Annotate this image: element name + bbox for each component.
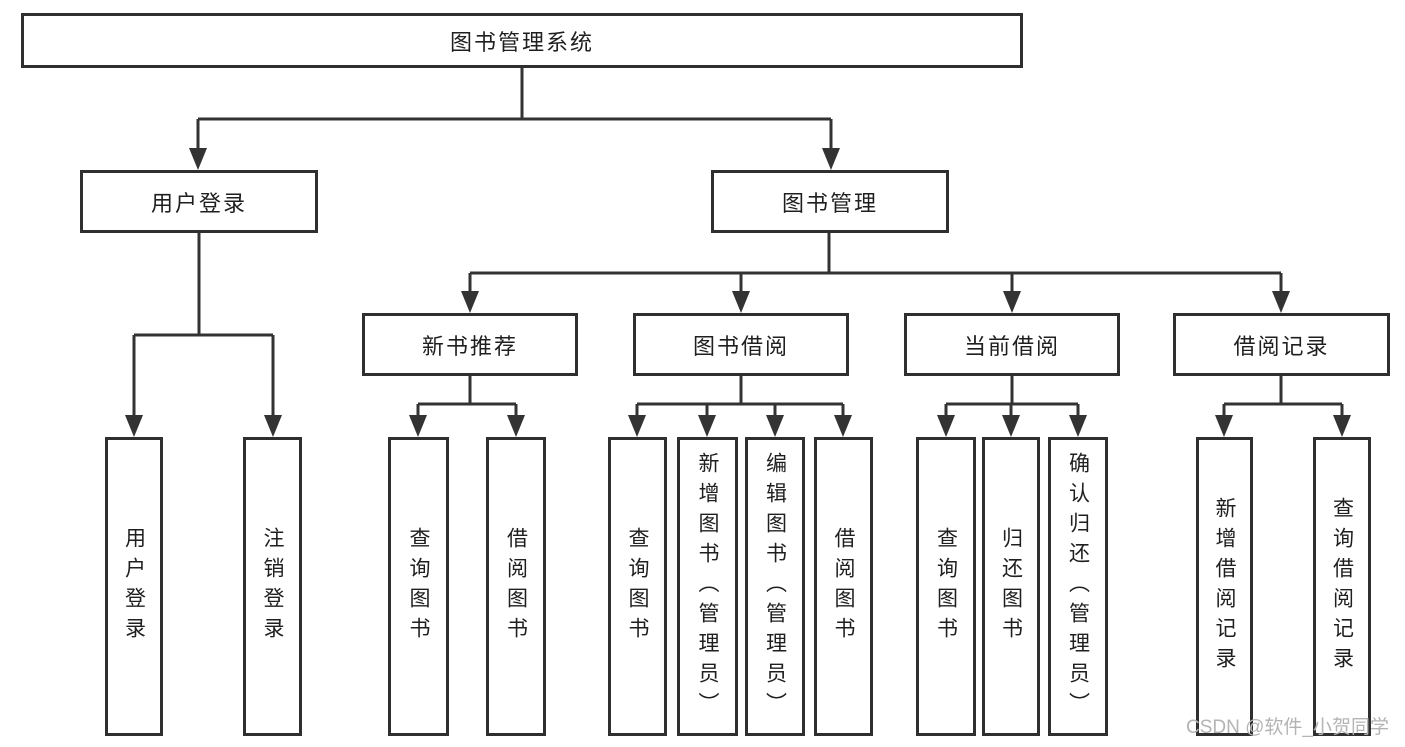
leaf-return-books-label: 归还图书 [999,526,1023,647]
leaf-query-books-3-label: 查询图书 [934,526,958,647]
leaf-edit-books-admin: 编辑图书（管理员） [745,437,805,736]
leaf-confirm-return-admin-label: 确认归还（管理员） [1066,451,1090,722]
leaf-add-books-admin: 新增图书（管理员） [677,437,738,736]
leaf-confirm-return-admin: 确认归还（管理员） [1048,437,1108,736]
arrowheads [125,148,1351,437]
leaf-user-login-label: 用户登录 [122,526,146,647]
node-borrow-records: 借阅记录 [1173,313,1390,376]
leaf-return-books: 归还图书 [982,437,1040,736]
leaf-query-books-3: 查询图书 [916,437,976,736]
leaf-borrow-books-1: 借阅图书 [486,437,546,736]
node-borrow-records-label: 借阅记录 [1233,333,1330,359]
node-book-borrow-label: 图书借阅 [692,333,789,359]
node-root-system: 图书管理系统 [21,13,1023,68]
leaf-logout: 注销登录 [243,437,302,736]
node-root-label: 图书管理系统 [449,29,594,55]
leaf-borrow-books-2: 借阅图书 [814,437,873,736]
leaf-query-books-2: 查询图书 [608,437,667,736]
node-current-borrow: 当前借阅 [904,313,1120,376]
leaf-query-books-2-label: 查询图书 [626,526,649,647]
leaf-add-borrow-record-label: 新增借阅记录 [1213,496,1236,677]
node-user-login: 用户登录 [80,170,318,233]
leaf-edit-books-admin-label: 编辑图书（管理员） [763,451,787,722]
node-user-login-label: 用户登录 [150,190,247,216]
leaf-query-borrow-record: 查询借阅记录 [1313,437,1371,736]
leaf-logout-label: 注销登录 [261,526,284,647]
leaf-query-books-1: 查询图书 [388,437,449,736]
leaf-user-login: 用户登录 [105,437,163,736]
node-current-borrow-label: 当前借阅 [963,333,1060,359]
leaf-query-books-1-label: 查询图书 [407,526,430,647]
tree-edges [132,68,1344,419]
node-book-management: 图书管理 [711,170,949,233]
node-book-management-label: 图书管理 [781,190,878,216]
leaf-query-borrow-record-label: 查询借阅记录 [1330,496,1354,677]
leaf-borrow-books-1-label: 借阅图书 [504,526,528,647]
leaf-borrow-books-2-label: 借阅图书 [832,526,855,647]
node-new-book-recommend: 新书推荐 [362,313,578,376]
leaf-add-books-admin-label: 新增图书（管理员） [696,451,719,722]
node-new-book-recommend-label: 新书推荐 [421,333,518,359]
csdn-watermark: CSDN @软件_小贺同学 [1186,717,1389,738]
leaf-add-borrow-record: 新增借阅记录 [1196,437,1253,736]
node-book-borrow: 图书借阅 [633,313,849,376]
